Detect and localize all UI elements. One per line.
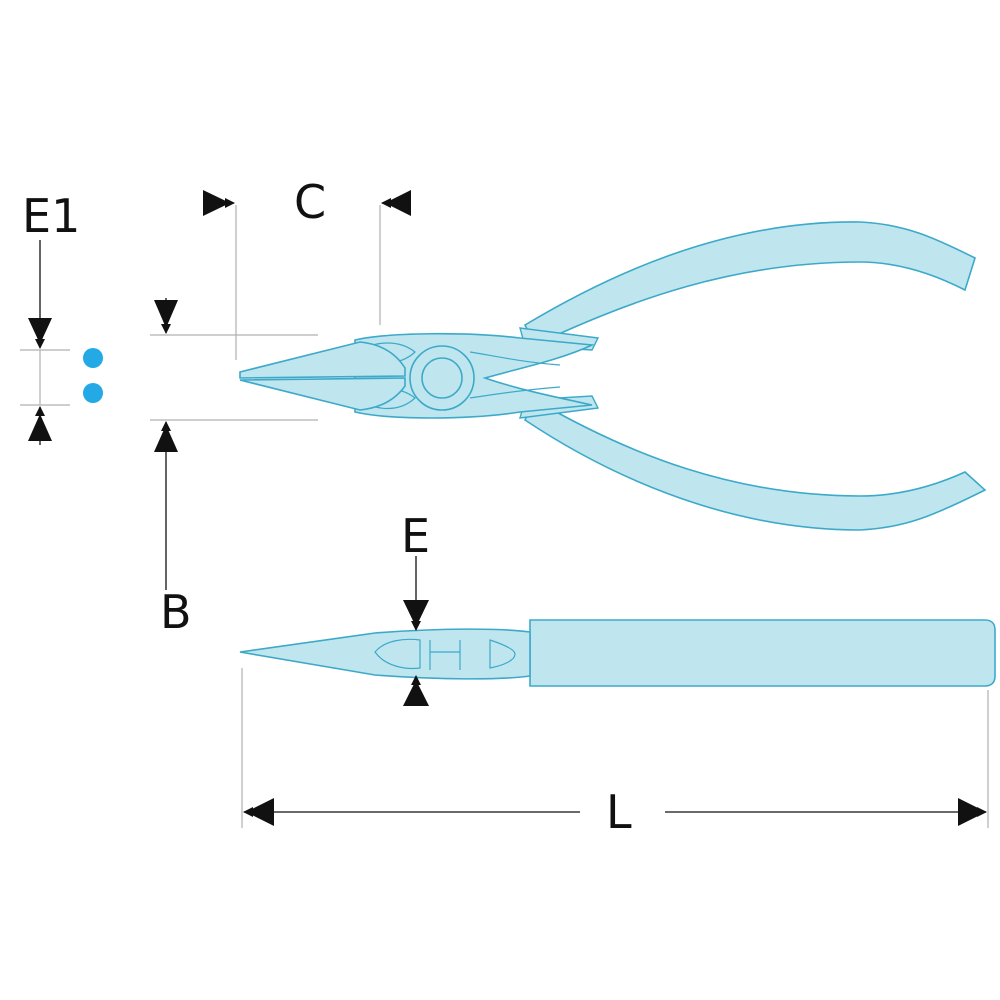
c-arrowhead-left — [385, 190, 411, 216]
label-b: B — [160, 585, 192, 639]
e1-dot-top — [83, 348, 103, 368]
e1-dot-bottom — [83, 383, 103, 403]
label-c: C — [294, 175, 326, 229]
label-l: L — [606, 785, 632, 839]
pliers-side-view — [239, 619, 996, 687]
l-arrowhead-right — [958, 798, 986, 826]
pliers-top-view — [239, 221, 987, 531]
label-e: E — [401, 509, 430, 563]
side-handle — [529, 619, 996, 687]
pivot-inner — [421, 357, 463, 399]
e1-arrowhead-up — [28, 414, 52, 441]
side-head — [239, 628, 531, 680]
lower-jaw — [239, 377, 406, 411]
arrowheads — [28, 190, 986, 826]
c-arrowhead-right — [203, 190, 230, 216]
guide-lines — [20, 205, 989, 828]
upper-jaw — [239, 341, 406, 379]
l-arrowhead-left — [246, 798, 274, 826]
e-arrowhead-up — [403, 680, 429, 706]
b-arrowhead-up — [154, 425, 178, 452]
e1-arrowhead-down — [28, 318, 52, 344]
b-arrowhead-down — [154, 300, 178, 328]
upper-handle — [523, 221, 976, 347]
lower-handle — [523, 398, 987, 531]
e-arrowhead-down — [403, 600, 429, 627]
label-e1: E1 — [22, 189, 80, 243]
